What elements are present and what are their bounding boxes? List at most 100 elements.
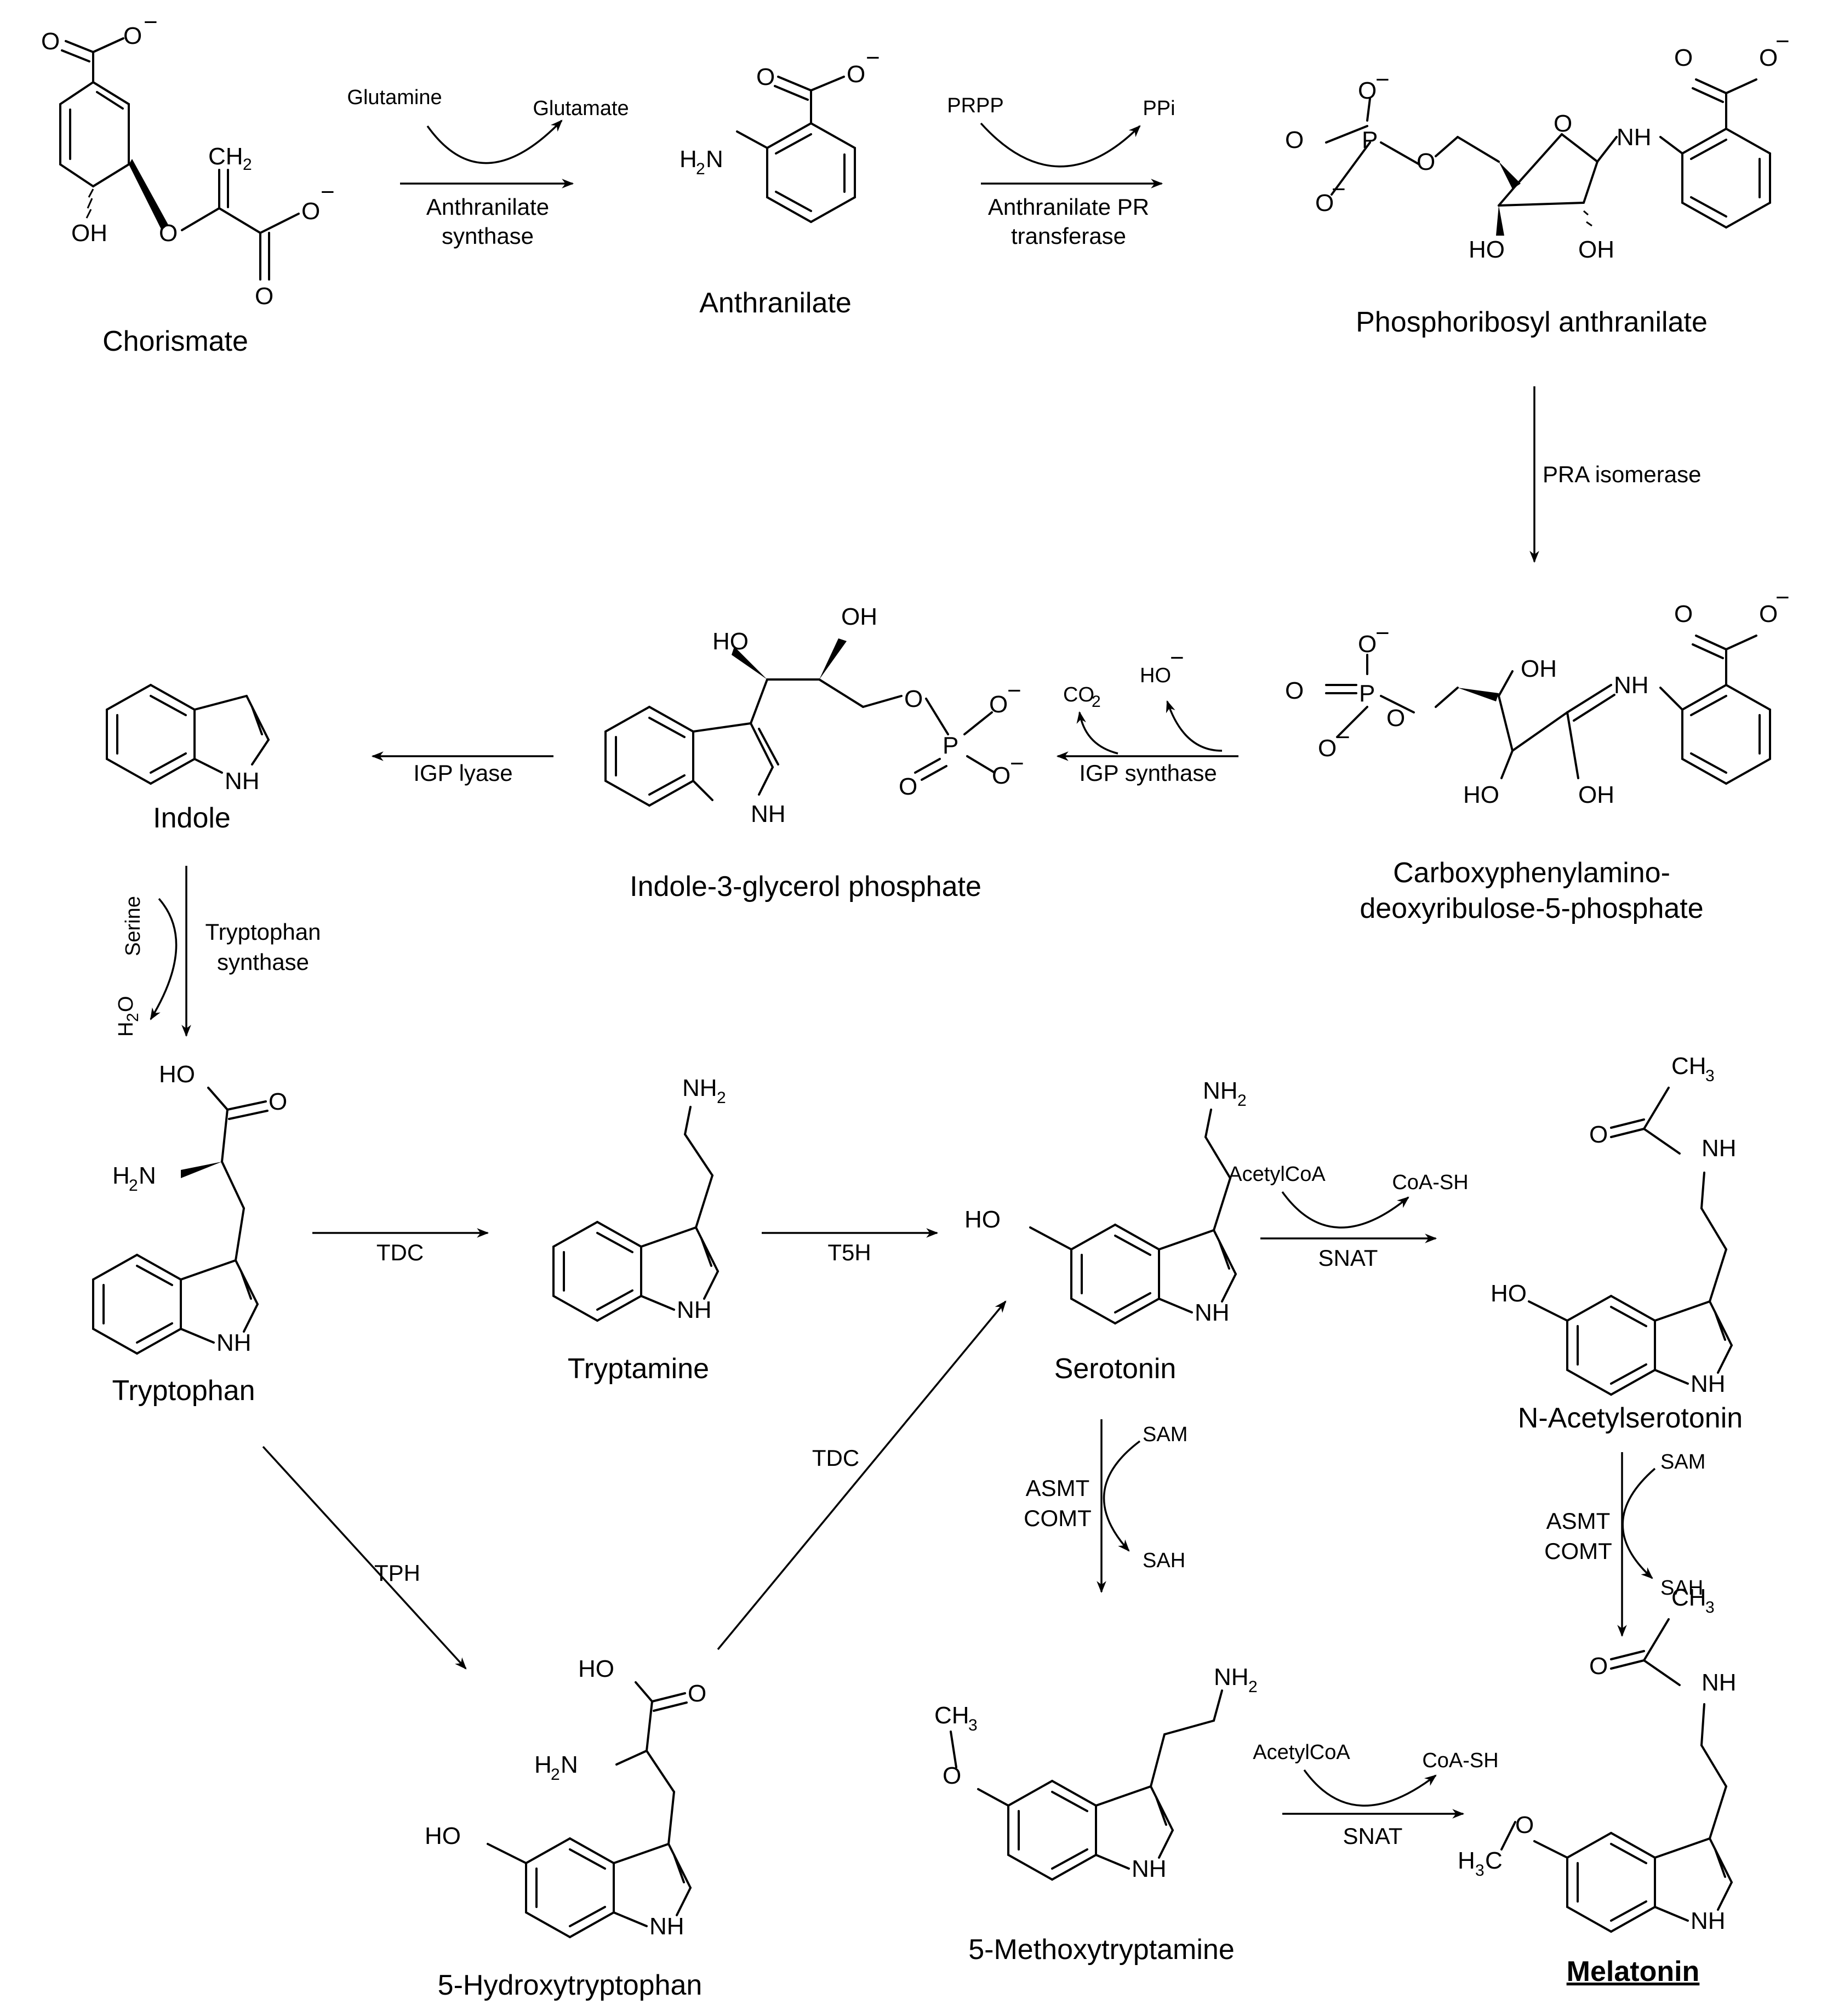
nas-ring-nh: NH	[1691, 1370, 1726, 1397]
chorismate-label: Chorismate	[102, 325, 248, 357]
cdrp-minus-top: −	[1375, 620, 1390, 647]
cofactor-glutamine: Glutamine	[347, 86, 442, 109]
trp-o: O	[269, 1088, 287, 1115]
mel-ring-nh: NH	[1691, 1908, 1726, 1934]
cofactor-curve-ho	[1166, 700, 1223, 752]
nas-ch-sub: 3	[1705, 1067, 1715, 1085]
chorismate-o1: O	[41, 28, 60, 55]
enzyme-anthranilate-synthase-line1: Anthranilate	[426, 194, 549, 220]
igp-minus2: −	[1010, 750, 1024, 777]
serotonin-ring-nh: NH	[1195, 1299, 1230, 1326]
chorismate-o4: O	[255, 283, 273, 310]
cdrp-o-acid1: O	[1674, 601, 1693, 627]
igp-minus1: −	[1007, 677, 1021, 704]
mel-ch: CH	[1671, 1584, 1706, 1611]
serotonin-structure	[1029, 1109, 1237, 1324]
cofactor-curve-snat-2	[1303, 1769, 1437, 1807]
chorismate-minus2: −	[321, 179, 335, 205]
mel-o-carbonyl: O	[1589, 1653, 1608, 1680]
enzyme-asmt-2: ASMT	[1546, 1508, 1611, 1534]
enzyme-snat-2: SNAT	[1343, 1823, 1403, 1849]
igp-nh: NH	[751, 801, 786, 827]
anthranilate-minus: −	[866, 44, 880, 71]
igp-o-minus1: O	[989, 691, 1008, 718]
cdrp-o-acid2: O	[1759, 601, 1778, 627]
pra-minus-top: −	[1375, 66, 1390, 93]
arrow-tph	[262, 1446, 467, 1670]
mt-ch-sub: 3	[968, 1716, 978, 1734]
nas-nh: NH	[1702, 1135, 1737, 1162]
pra-o-acid1: O	[1674, 44, 1693, 71]
igp-ho: HO	[712, 628, 749, 655]
chorismate-ch2: CH	[208, 143, 243, 170]
cofactor-ppi: PPi	[1143, 97, 1175, 120]
anthranilate-label: Anthranilate	[699, 287, 852, 319]
htp-h-sub: 2	[551, 1766, 560, 1784]
pra-p: P	[1362, 127, 1378, 153]
igp-o-minus2: O	[992, 762, 1010, 789]
cofactor-acetylcoa-2: AcetylCoA	[1253, 1741, 1350, 1764]
cofactor-prpp: PRPP	[947, 94, 1003, 117]
chorismate-ch2-sub: 2	[243, 156, 252, 174]
pra-minus-acid: −	[1775, 28, 1790, 55]
igp-oh: OH	[841, 603, 877, 630]
cofactor-curve-1	[426, 119, 563, 164]
serotonin-label: Serotonin	[1054, 1353, 1177, 1385]
cofactor-serine: Serine	[122, 896, 145, 956]
cofactor-curve-2	[980, 122, 1141, 168]
cdrp-o-dbl: O	[1285, 677, 1304, 704]
mel-nh: NH	[1702, 1669, 1737, 1696]
phosphoribosyl-label: Phosphoribosyl anthranilate	[1356, 306, 1708, 338]
cdrp-nh: NH	[1614, 672, 1649, 699]
cofactor-coash-1: CoA-SH	[1392, 1171, 1468, 1194]
cofactor-co2: CO	[1063, 683, 1094, 706]
cofactor-ho-minus-sign: −	[1170, 644, 1184, 671]
htp-ring-nh: NH	[649, 1913, 684, 1940]
cofactor-h2o-h: H	[115, 1022, 138, 1037]
mt-ring-nh: NH	[1132, 1855, 1167, 1882]
cofactor-curve-serine	[150, 898, 178, 1020]
indole-nh: NH	[225, 768, 260, 795]
htp-o: O	[688, 1680, 706, 1707]
anthranilate-o1: O	[756, 64, 775, 90]
igp-label: Indole-3-glycerol phosphate	[630, 871, 981, 903]
tryptamine-structure	[552, 1106, 719, 1322]
cofactor-co2-sub: 2	[1092, 693, 1101, 711]
nas-o: O	[1589, 1121, 1608, 1148]
serotonin-nh-sub: 2	[1237, 1092, 1247, 1110]
cdrp-label-line2: deoxyribulose-5-phosphate	[1360, 893, 1703, 924]
cofactor-sah-1: SAH	[1143, 1549, 1185, 1572]
indole-structure	[106, 684, 270, 785]
anthranilate-o2: O	[847, 61, 865, 88]
phosphoribosyl-structure	[1325, 78, 1771, 236]
igp-structure	[604, 638, 996, 807]
tryptamine-ring-nh: NH	[677, 1297, 712, 1323]
enzyme-igp-lyase: IGP lyase	[413, 760, 512, 786]
chorismate-o2: O	[123, 22, 142, 49]
mel-h3c-sub: 3	[1475, 1861, 1485, 1880]
enzyme-asmt-1: ASMT	[1026, 1475, 1090, 1501]
enzyme-tph: TPH	[374, 1560, 420, 1586]
mel-h3c-h: H	[1458, 1847, 1475, 1874]
cofactor-curve-sam-1	[1103, 1440, 1141, 1552]
chorismate-oh: OH	[71, 220, 107, 247]
cofactor-h2o: H 2 O	[115, 996, 142, 1037]
trp-nh: NH	[216, 1329, 252, 1356]
pra-ho: HO	[1469, 236, 1505, 263]
melatonin-label: Melatonin	[1567, 1956, 1700, 1988]
cdrp-minus-acid: −	[1775, 584, 1790, 611]
enzyme-snat-1: SNAT	[1318, 1245, 1378, 1271]
tryptophan-label: Tryptophan	[112, 1375, 255, 1407]
tryptamine-nh-sub: 2	[717, 1089, 726, 1107]
cofactor-acetylcoa-1: AcetylCoA	[1228, 1163, 1326, 1186]
cofactor-coash-2: CoA-SH	[1422, 1749, 1498, 1772]
pra-oh: OH	[1578, 236, 1614, 263]
htp-n: N	[561, 1751, 578, 1778]
enzyme-pra-isomerase: PRA isomerase	[1543, 461, 1701, 487]
nas-ho: HO	[1491, 1280, 1527, 1307]
cofactor-curve-sam-2	[1622, 1467, 1656, 1579]
cdrp-o-top: O	[1358, 631, 1377, 658]
indole-label: Indole	[153, 802, 231, 834]
trp-ho: HO	[159, 1061, 195, 1088]
